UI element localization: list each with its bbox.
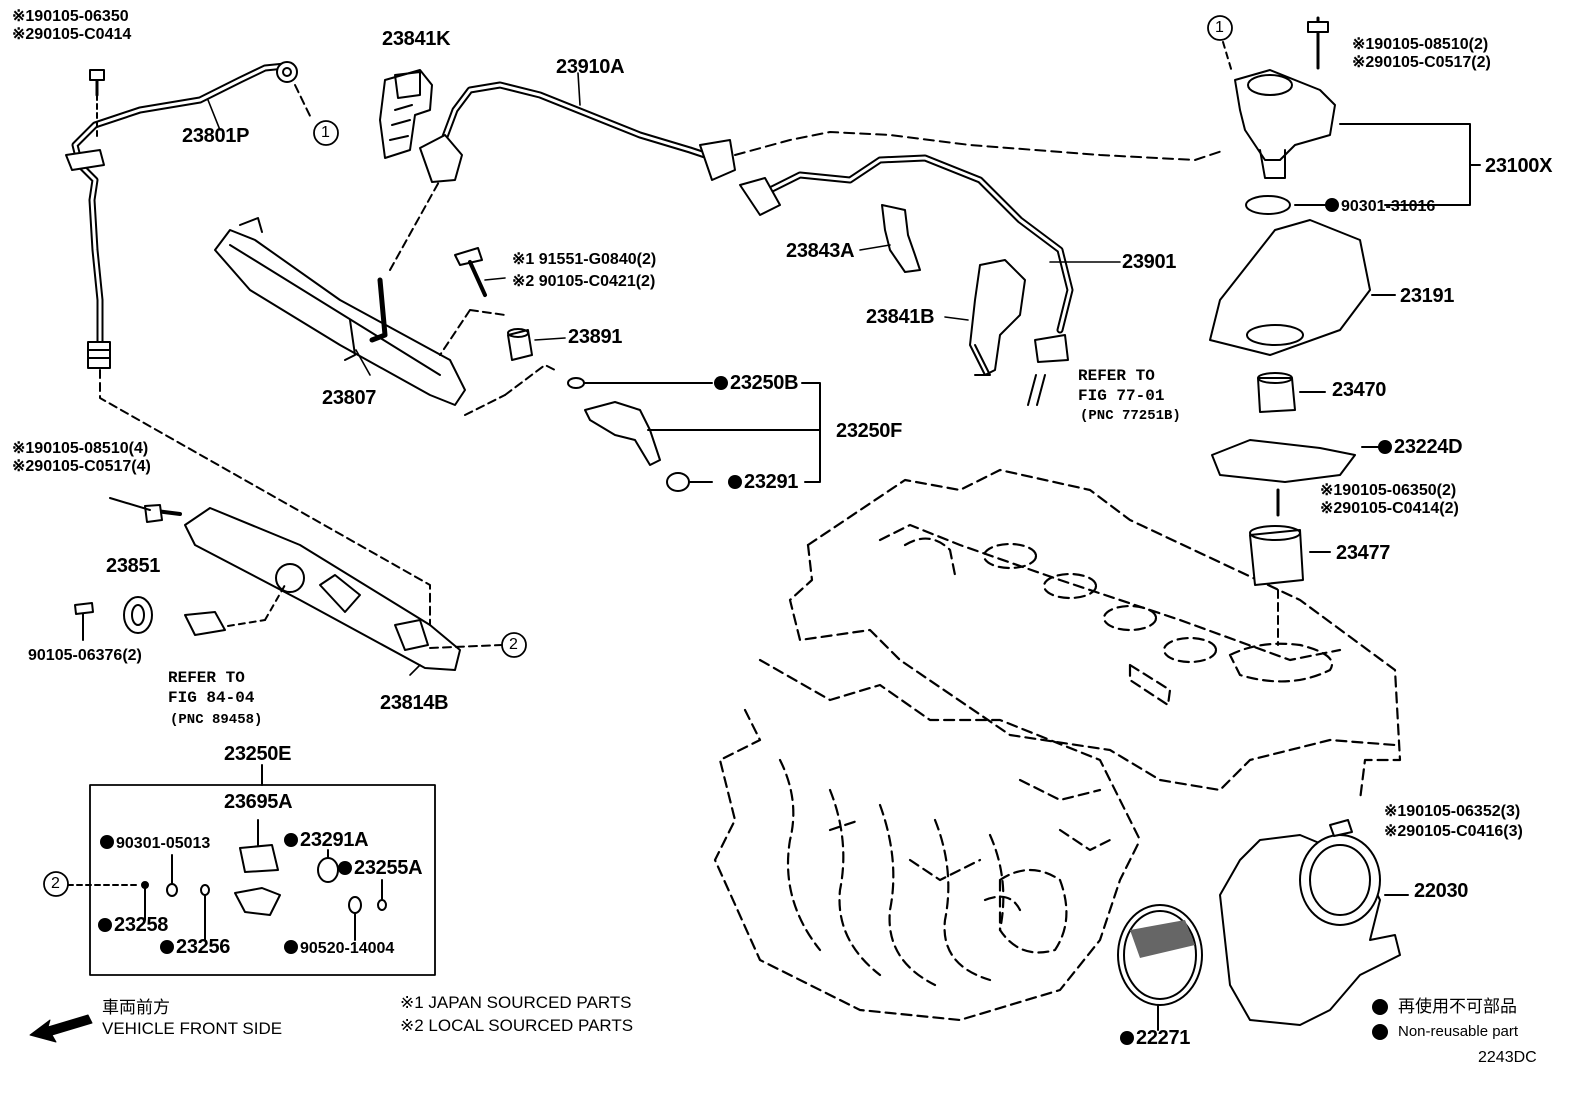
part-23901: 23901 <box>1122 251 1177 273</box>
part-90301-31016: 90301-31016 <box>1325 198 1435 216</box>
delivery-pipe-23807-drawing <box>214 179 556 416</box>
legend-nonreuse-jp: 再使用不可部品 <box>1398 997 1517 1016</box>
note-23100X-2: ※290105-C0517(2) <box>1352 54 1491 71</box>
part-23224D: 23224D <box>1378 436 1463 458</box>
ref-fig84-l1: REFER TO <box>168 669 245 687</box>
legend-front-en: VEHICLE FRONT SIDE <box>102 1019 283 1038</box>
rail-23814B-drawing <box>109 497 503 671</box>
part-22271: 22271 <box>1120 1027 1190 1049</box>
part-23695A: 23695A <box>224 791 293 813</box>
connector-23841K-drawing <box>379 69 433 159</box>
sensor-23843A-drawing <box>881 204 921 273</box>
note-23801P-1: ※190105-06350 <box>12 8 129 25</box>
harness-23901-drawing <box>739 154 1074 406</box>
engine-outline <box>713 468 1402 1022</box>
note-23477-1: ※190105-06350(2) <box>1320 482 1457 499</box>
note-23801P-2: ※290105-C0414 <box>12 26 132 43</box>
part-23477: 23477 <box>1336 542 1391 564</box>
housing-23477-drawing <box>1249 488 1331 646</box>
ref-fig84-l2: FIG 84-04 <box>168 689 255 707</box>
callout-two-b: 2 <box>51 875 60 892</box>
part-23250E: 23250E <box>224 743 292 765</box>
kit-box-23250E-drawing <box>67 764 436 976</box>
part-23250F: 23250F <box>836 420 903 442</box>
injector-23250F-drawing <box>567 377 821 492</box>
part-23843A: 23843A <box>786 240 855 262</box>
lifter-23470-drawing <box>1257 372 1326 413</box>
ref-fig77-l1: REFER TO <box>1078 367 1155 385</box>
legend-note-japan: ※1 JAPAN SOURCED PARTS <box>400 993 632 1012</box>
guide-lines <box>99 84 431 626</box>
note-22030-1: ※190105-06352(3) <box>1384 803 1521 820</box>
gasket-22271-drawing <box>1117 904 1203 1031</box>
legend-note-local: ※2 LOCAL SOURCED PARTS <box>400 1016 634 1035</box>
part-23814B: 23814B <box>380 692 449 714</box>
note-23891-2: ※2 90105-C0421(2) <box>512 273 656 290</box>
part-23910A: 23910A <box>556 56 625 78</box>
sensor-23851-drawing <box>74 584 286 641</box>
gasket-23224D-drawing <box>1211 439 1379 483</box>
part-23851: 23851 <box>106 555 161 577</box>
note-23814B-1: ※190105-08510(4) <box>12 440 149 457</box>
part-23256: 23256 <box>160 936 230 958</box>
note-23814B-2: ※290105-C0517(4) <box>12 458 151 475</box>
part-22030: 22030 <box>1414 880 1469 902</box>
callout-one-a: 1 <box>321 124 330 141</box>
callout-two-a: 2 <box>509 636 518 653</box>
note-22030-2: ※290105-C0416(3) <box>1384 823 1523 840</box>
callout-circles <box>43 15 1233 897</box>
part-90105-06376: 90105-06376(2) <box>28 647 142 664</box>
part-90520-14004: 90520-14004 <box>284 940 394 958</box>
front-arrow <box>29 1014 93 1043</box>
ref-fig84-l3: (PNC 89458) <box>170 712 263 728</box>
harness-23910A-drawing <box>419 81 1226 183</box>
legend-front-jp: 車両前方 <box>102 998 170 1017</box>
part-23255A: 23255A <box>338 857 423 879</box>
note-23891-1: ※1 91551-G0840(2) <box>512 251 657 268</box>
part-23291A: 23291A <box>284 829 369 851</box>
legend-nonreuse-en: Non-reusable part <box>1398 1023 1519 1040</box>
part-23191: 23191 <box>1400 285 1455 307</box>
part-23891: 23891 <box>568 326 623 348</box>
bolt-23891-drawing <box>454 247 533 361</box>
callout-one-b: 1 <box>1215 19 1224 36</box>
fuel-pipe-23801P-drawing <box>65 61 298 369</box>
figure-code: 2243DC <box>1478 1049 1537 1066</box>
bracket-23191-drawing <box>1209 219 1396 356</box>
connector-23841B-drawing <box>969 259 1026 376</box>
part-23258: 23258 <box>98 914 168 936</box>
part-90301-05013: 90301-05013 <box>100 835 210 853</box>
leader-lines <box>207 72 1121 676</box>
ref-fig77-l2: FIG 77-01 <box>1078 387 1165 405</box>
throttle-22030-drawing <box>1219 819 1409 1026</box>
part-23250B: 23250B <box>714 372 799 394</box>
part-23807: 23807 <box>322 387 377 409</box>
part-23100X: 23100X <box>1485 155 1553 177</box>
part-23841K: 23841K <box>382 28 451 50</box>
note-23100X-1: ※190105-08510(2) <box>1352 36 1489 53</box>
part-23841B: 23841B <box>866 306 935 328</box>
part-23291: 23291 <box>728 471 798 493</box>
part-23801P: 23801P <box>182 125 250 147</box>
part-23470: 23470 <box>1332 379 1387 401</box>
note-23477-2: ※290105-C0414(2) <box>1320 500 1459 517</box>
ref-fig77-l3: (PNC 77251B) <box>1080 408 1181 424</box>
